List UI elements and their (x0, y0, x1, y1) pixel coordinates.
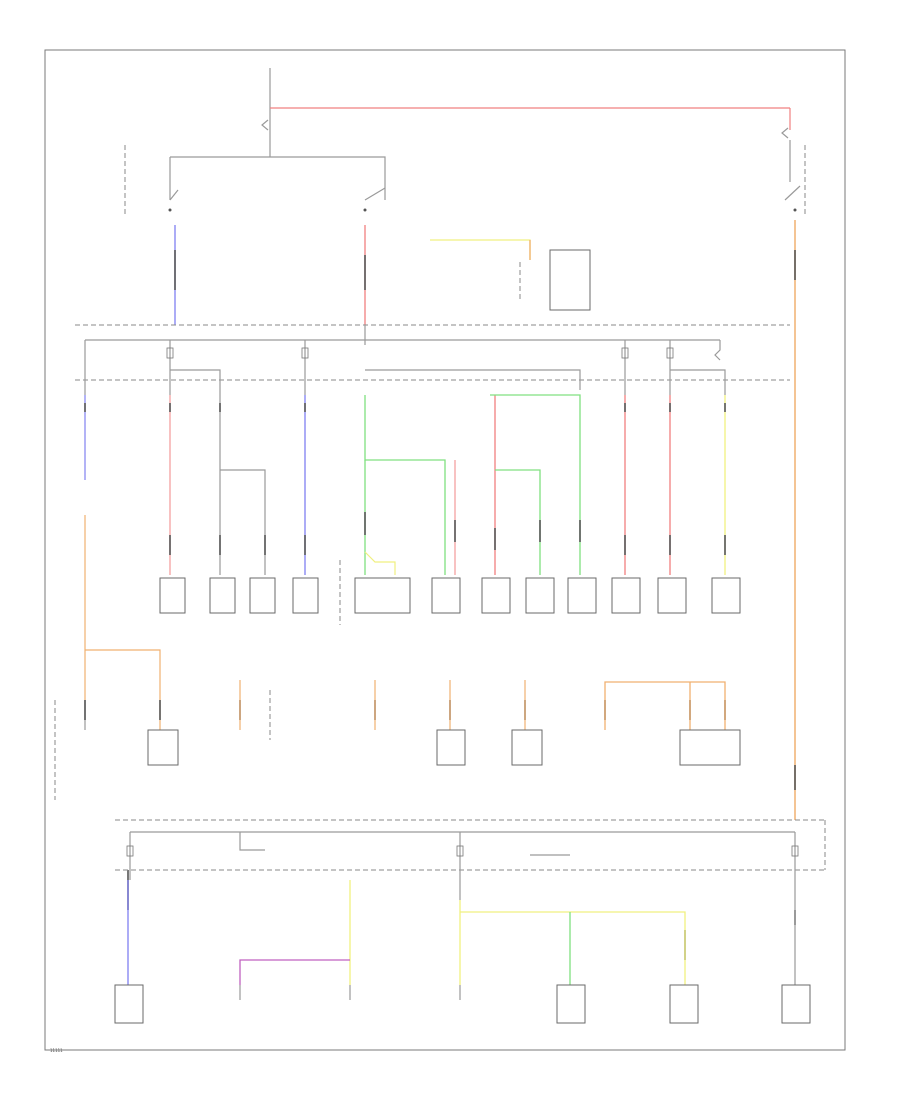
component-box (436, 729, 466, 766)
branch-wires (84, 394, 726, 730)
component-box (669, 984, 699, 1024)
component-box (679, 729, 741, 766)
fuse (621, 347, 629, 359)
row-2-feeds (54, 680, 726, 800)
component-box (147, 729, 179, 766)
component-row-2 (147, 729, 741, 766)
lower-fuse-panel (115, 819, 826, 900)
component-box (556, 984, 586, 1024)
component-row-3 (114, 984, 811, 1024)
component-box (209, 577, 236, 614)
bottom-feeds (127, 880, 796, 985)
switch-terminal-2 (363, 208, 367, 212)
component-box (249, 577, 276, 614)
component-box (431, 577, 461, 614)
component-box (511, 729, 543, 766)
switch-terminal-1 (168, 208, 172, 212)
component-box (711, 577, 741, 614)
component-box (481, 577, 511, 614)
fuse (126, 845, 134, 857)
upper-fuse-panel (75, 324, 790, 395)
fuse (791, 845, 799, 857)
fuse (666, 347, 674, 359)
component-box (159, 577, 186, 614)
component-box (611, 577, 641, 614)
component-box (292, 577, 319, 614)
fuse (166, 347, 174, 359)
component-row-1 (159, 577, 741, 614)
component-box (114, 984, 144, 1024)
ignition-switch-row (124, 140, 806, 215)
component-box (567, 577, 597, 614)
component-box (525, 577, 555, 614)
diagram-frame (44, 49, 846, 1051)
relay-module-top (430, 239, 591, 311)
top-feed (261, 68, 791, 150)
footer-code: 11111 (50, 1048, 63, 1053)
fuse (301, 347, 309, 359)
component-box (657, 577, 687, 614)
switch-terminal-3 (793, 208, 797, 212)
component-box (781, 984, 811, 1024)
component-box (354, 577, 411, 614)
fuse (456, 845, 464, 857)
